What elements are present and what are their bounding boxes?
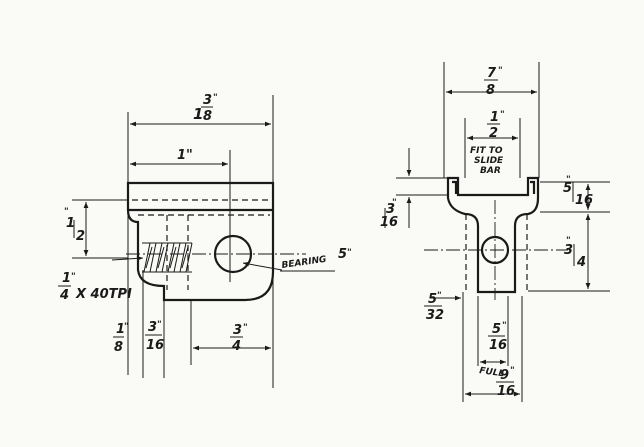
left-thread-text: X 40TPI xyxy=(75,287,132,302)
right-ru-den: 16 xyxy=(575,193,593,208)
right-ll-num: 5 xyxy=(428,292,437,307)
right-rl-den: 4 xyxy=(576,255,586,270)
right-lower-height: 3 4 " xyxy=(564,236,586,270)
left-bm-den: 16 xyxy=(146,338,164,353)
right-ll-unit: " xyxy=(437,291,442,301)
right-sw-num: 1 xyxy=(490,110,499,125)
left-bm-unit: " xyxy=(157,320,162,330)
right-sw-unit: " xyxy=(500,110,505,120)
left-height-den: 2 xyxy=(76,229,85,244)
right-tw-num: 7 xyxy=(487,66,497,81)
right-fit-line-1: FIT TO xyxy=(470,146,503,156)
left-overall-unit: " xyxy=(213,93,218,103)
left-height-dim: 1 2 " xyxy=(64,207,85,244)
left-height-num: 1 xyxy=(66,216,75,231)
left-bearing-note: BEARING 5 " xyxy=(281,247,352,271)
left-bottom-left-dim: 1 8 " xyxy=(113,322,129,355)
left-overall-den: 8 xyxy=(203,109,212,124)
right-lower-mid: 5 16 " xyxy=(488,321,507,353)
left-view: 1 3 8 " 1" 1 2 " 1 4 " X 40TPI BEARING 5… xyxy=(58,93,352,388)
right-bw-num: 9 xyxy=(500,368,509,383)
right-lh-unit: " xyxy=(392,198,397,208)
left-br-num: 3 xyxy=(233,323,242,338)
left-bottom-mid-dim: 3 16 " xyxy=(145,320,164,353)
right-top-width: 7 8 " xyxy=(484,66,503,98)
left-bottom-right-dim: 3 4 " xyxy=(230,323,248,354)
right-lm-den: 16 xyxy=(489,338,507,353)
left-hole-center-dim: 1" xyxy=(177,148,193,163)
right-lm-num: 5 xyxy=(492,322,501,337)
left-bl-den: 8 xyxy=(114,340,123,355)
right-sw-den: 2 xyxy=(489,126,498,141)
left-thread-unit: " xyxy=(71,272,76,282)
left-overall-width: 1 3 8 " xyxy=(193,93,218,124)
right-bottom-width: 9 16 " xyxy=(496,366,515,399)
left-thread-note: 1 4 " X 40TPI xyxy=(58,271,132,303)
right-lh-den: 16 xyxy=(380,215,398,230)
left-br-unit: " xyxy=(243,323,248,333)
right-body-outline xyxy=(446,176,540,294)
left-overall-whole: 1 xyxy=(193,105,203,123)
left-height-unit: " xyxy=(64,207,69,217)
right-bw-unit: " xyxy=(510,366,515,376)
left-br-den: 4 xyxy=(231,339,241,354)
right-tw-unit: " xyxy=(498,66,503,76)
left-overall-num: 3 xyxy=(203,93,212,108)
right-fit-line-2: SLIDE xyxy=(474,156,504,166)
right-bw-den: 16 xyxy=(497,384,515,399)
right-top-lugs xyxy=(452,180,536,194)
left-bearing-num: 5 xyxy=(338,247,347,262)
right-lm-unit: " xyxy=(502,321,507,331)
left-bl-unit: " xyxy=(124,322,129,332)
right-fit-note: FIT TO SLIDE BAR xyxy=(470,146,504,176)
right-lower-left: 5 32 " xyxy=(424,291,444,323)
left-thread-hatch xyxy=(142,242,193,273)
right-left-height: 3 16 " xyxy=(380,198,398,230)
right-lh-num: 3 xyxy=(386,202,395,217)
right-full-note: FULL xyxy=(479,366,505,379)
right-fit-line-3: BAR xyxy=(480,166,501,176)
left-bm-num: 3 xyxy=(148,320,157,335)
right-slot-width: 1 2 " xyxy=(487,110,505,141)
right-tw-den: 8 xyxy=(486,83,495,98)
left-bl-num: 1 xyxy=(116,322,125,337)
left-body-outline xyxy=(126,181,275,302)
left-bearing-leader xyxy=(242,261,283,271)
right-upper-height: 5 16 " xyxy=(563,175,593,208)
left-thread-num: 1 xyxy=(62,271,71,286)
right-ru-unit: " xyxy=(566,175,571,185)
left-bearing-label: BEARING xyxy=(281,255,327,271)
right-rl-num: 3 xyxy=(564,243,573,258)
left-thread-leader xyxy=(111,255,144,261)
right-ru-num: 5 xyxy=(563,181,572,196)
right-view: 7 8 " 1 2 " FIT TO SLIDE BAR 3 16 " 5 xyxy=(380,62,610,402)
right-ll-den: 32 xyxy=(426,308,444,323)
left-thread-den: 4 xyxy=(59,288,69,303)
right-rl-unit: " xyxy=(566,236,571,246)
left-bearing-unit: " xyxy=(347,248,352,258)
